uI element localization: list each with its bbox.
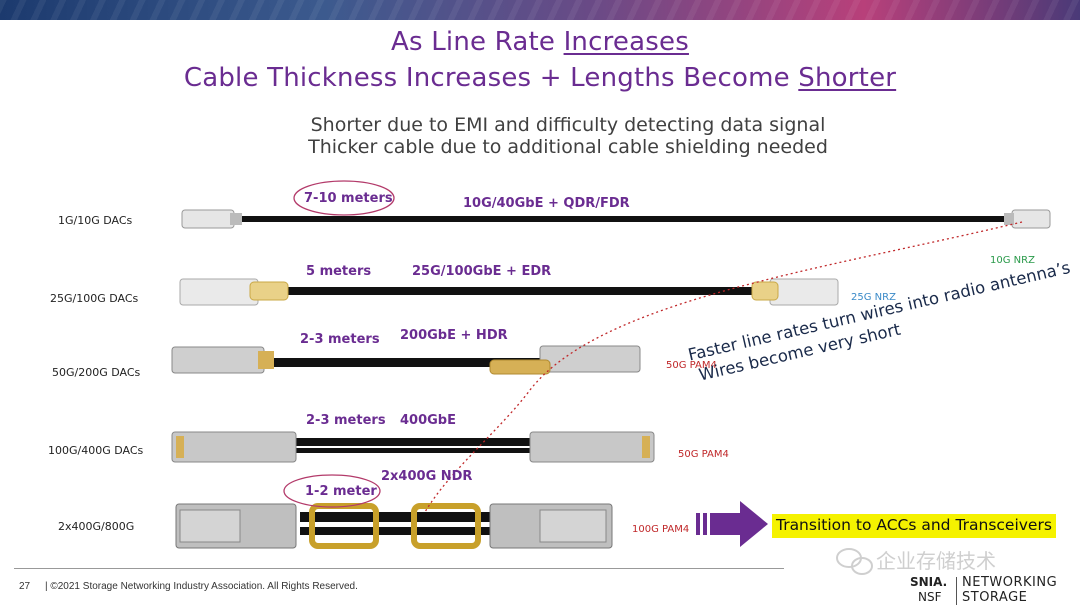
length-circle-row1 — [293, 180, 395, 216]
row-label-4: 100G/400G DACs — [48, 444, 144, 457]
signal-label-5: 100G PAM4 — [632, 524, 690, 535]
dotted-trend-curve — [424, 221, 1023, 513]
page-number: 27 — [19, 581, 31, 592]
transition-callout: Transition to ACCs and Transceivers — [772, 514, 1056, 538]
wechat-icon — [836, 548, 873, 575]
length-label-3: 2-3 meters — [300, 332, 380, 347]
row-label-1: 1G/10G DACs — [58, 214, 133, 227]
slide-title-line2: Cable Thickness Increases + Lengths Beco… — [183, 63, 897, 93]
rate-label-2: 25G/100GbE + EDR — [412, 264, 552, 279]
snia-logo-text: SNIA. — [910, 575, 948, 589]
storage-logo-text: STORAGE — [962, 590, 1028, 605]
rate-label-3: 200GbE + HDR — [400, 328, 508, 343]
rate-label-1: 10G/40GbE + QDR/FDR — [463, 196, 630, 211]
networking-logo-text: NETWORKING — [962, 575, 1058, 590]
row-label-3: 50G/200G DACs — [52, 366, 141, 379]
signal-label-2: 25G NRZ — [851, 292, 896, 303]
rate-label-4: 400GbE — [400, 413, 456, 428]
copyright-text: | ©2021 Storage Networking Industry Asso… — [45, 581, 358, 592]
transition-arrow — [696, 501, 768, 547]
signal-label-1: 10G NRZ — [990, 255, 1035, 266]
length-label-1: 7-10 meters — [304, 191, 393, 206]
length-circle-row5 — [283, 474, 381, 508]
slide-title-line1: As Line Rate Increases — [391, 27, 689, 57]
cable-2x400g-800g — [175, 503, 613, 549]
cable-25g-100g — [179, 278, 839, 306]
logo-divider — [956, 577, 957, 605]
watermark-text: 企业存储技术 — [876, 549, 996, 573]
rate-label-5: 2x400G NDR — [381, 469, 473, 484]
row-label-5: 2x400G/800G — [58, 520, 135, 533]
nsf-logo-text: NSF — [918, 590, 942, 604]
cable-1g-10g — [181, 209, 1051, 229]
length-label-5: 1-2 meter — [305, 484, 377, 499]
header-banner — [0, 0, 1080, 20]
cable-100g-400g — [171, 431, 655, 463]
row-label-2: 25G/100G DACs — [50, 292, 139, 305]
subtitle-line1: Shorter due to EMI and difficulty detect… — [310, 114, 826, 136]
length-label-2: 5 meters — [306, 264, 372, 279]
cable-50g-200g — [171, 345, 641, 375]
signal-label-4: 50G PAM4 — [678, 449, 729, 460]
subtitle-line2: Thicker cable due to additional cable sh… — [308, 136, 828, 158]
signal-label-3: 50G PAM4 — [666, 360, 717, 371]
length-label-4: 2-3 meters — [306, 413, 386, 428]
footer-divider — [14, 568, 784, 569]
